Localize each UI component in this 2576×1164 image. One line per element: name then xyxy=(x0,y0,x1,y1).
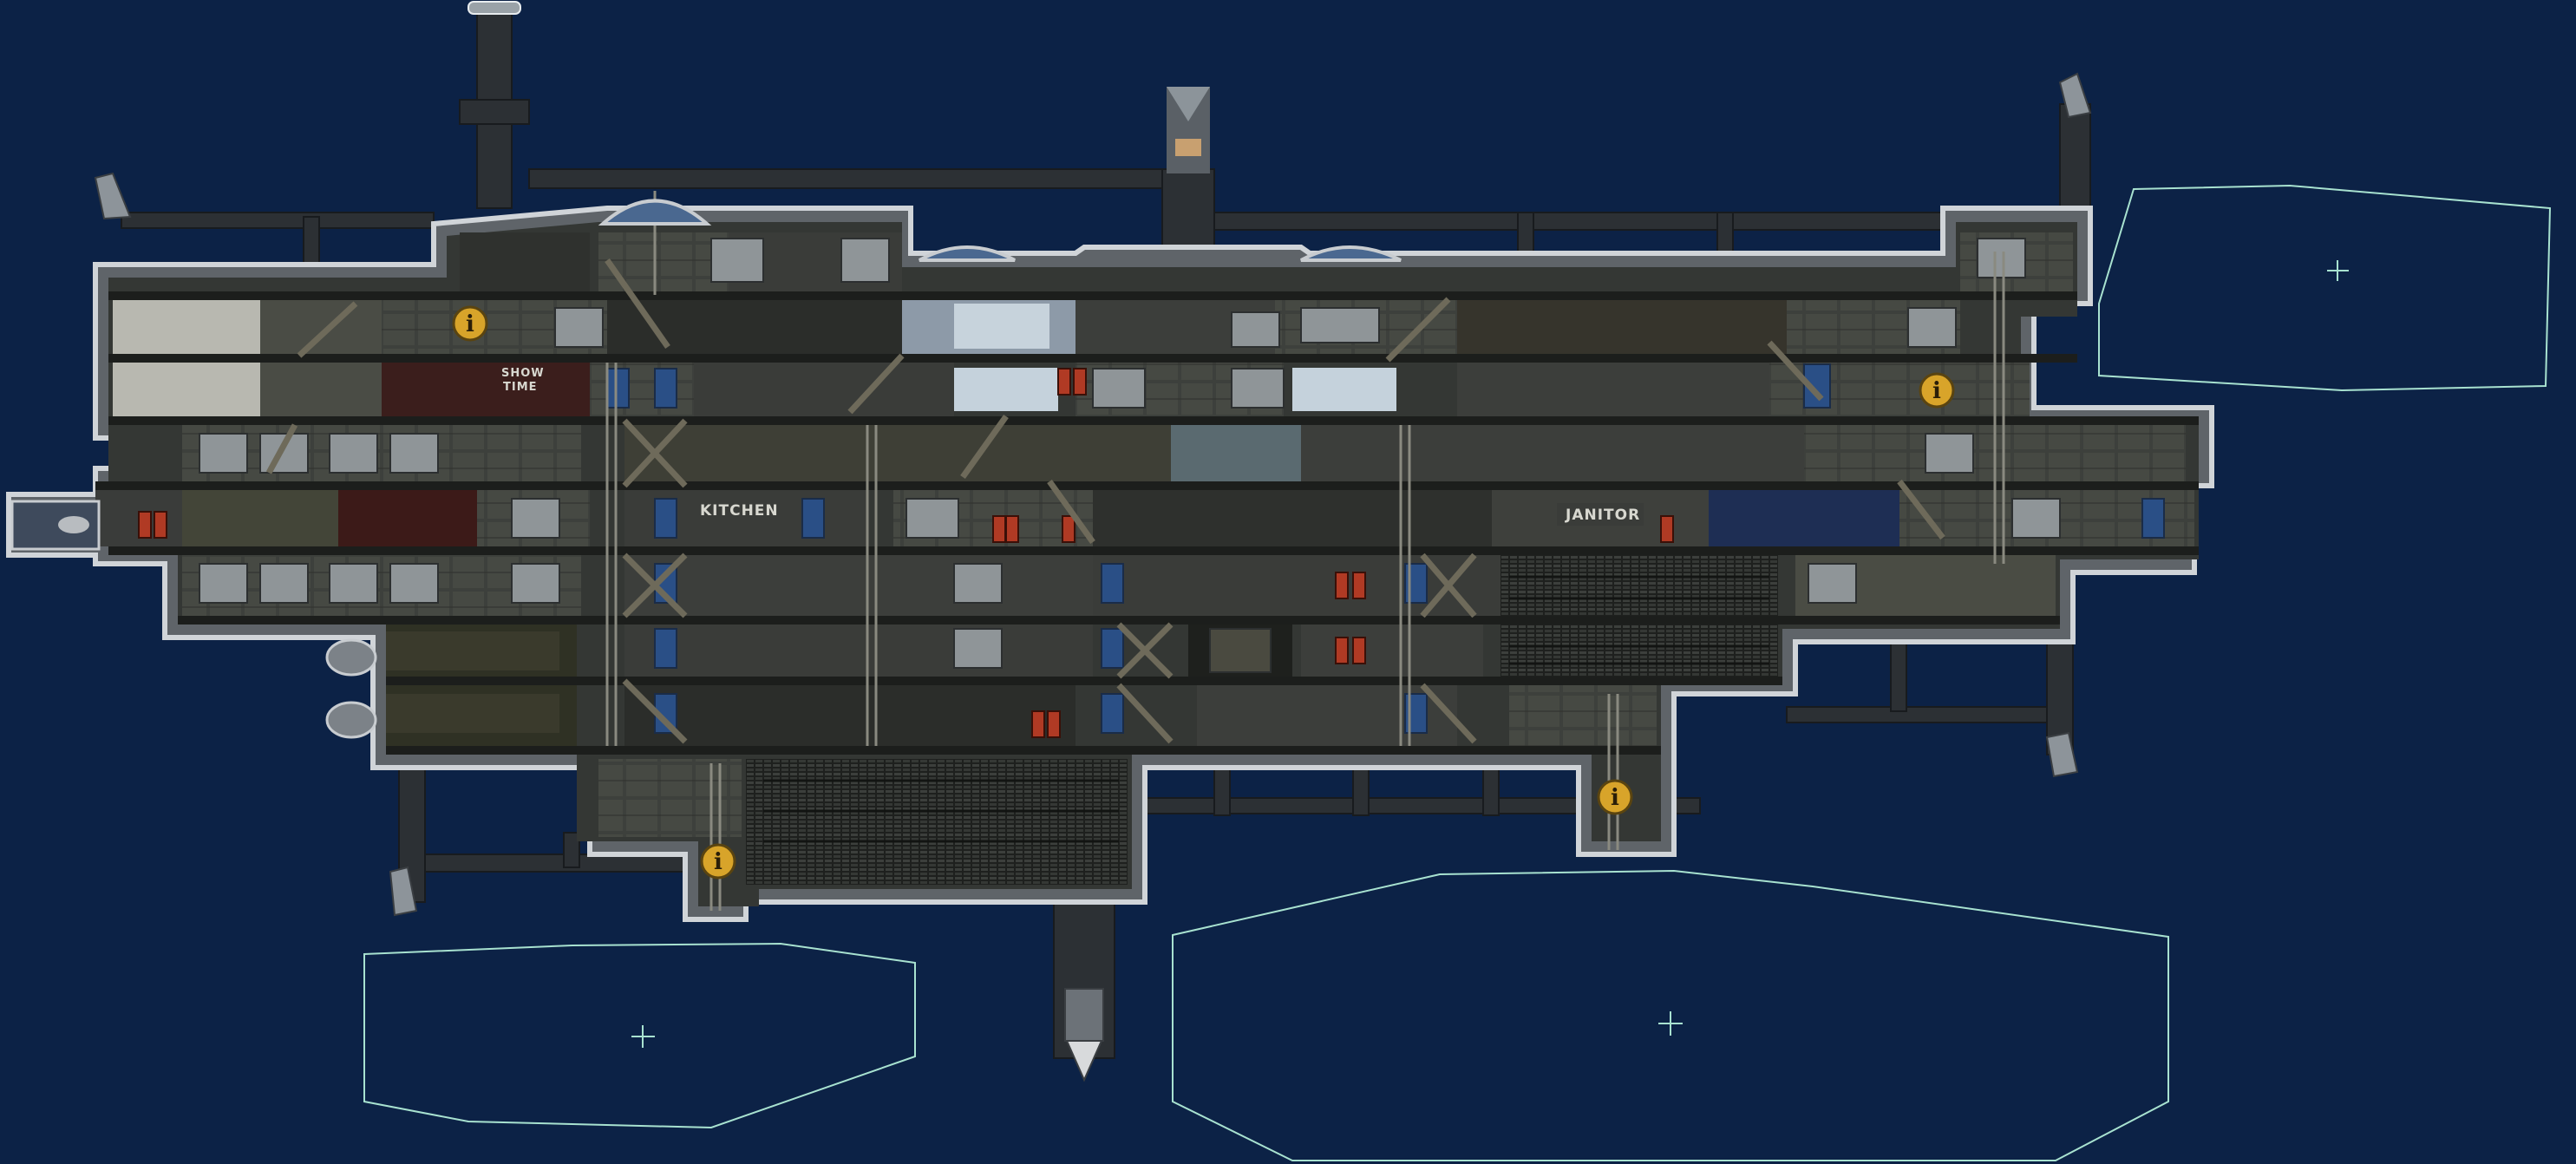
info-marker-icon[interactable]: i xyxy=(1597,779,1633,815)
info-marker-label: i xyxy=(466,311,474,337)
left-airlock xyxy=(10,500,101,551)
info-marker-label: i xyxy=(1611,785,1619,811)
info-marker-icon[interactable]: i xyxy=(1919,372,1955,409)
truss-frame xyxy=(121,8,2091,1059)
engine-pods xyxy=(325,631,559,739)
info-marker-icon[interactable]: i xyxy=(452,305,488,342)
info-marker-label: i xyxy=(714,849,722,875)
observation-domes xyxy=(598,199,1402,262)
crosshair-icon[interactable] xyxy=(2327,260,2349,281)
sign-time-label: TIME xyxy=(503,381,538,394)
info-marker-label: i xyxy=(1932,378,1941,404)
sign-kitchen: KITCHEN xyxy=(690,499,779,521)
spawn-zone-bottom-left[interactable] xyxy=(363,942,916,1129)
sign-kitchen-label: KITCHEN xyxy=(700,502,779,520)
cargo-racks xyxy=(763,575,1769,843)
info-marker-icon[interactable]: i xyxy=(700,843,736,880)
thruster-icon xyxy=(94,72,2092,1082)
ladders xyxy=(605,191,2005,911)
deck-floors xyxy=(95,291,2199,755)
sign-janitor-label: JANITOR xyxy=(1565,507,1640,524)
cabinets xyxy=(199,238,2061,673)
sign-showtime: SHOW TIME xyxy=(501,367,545,394)
spawn-zone-bottom-center[interactable] xyxy=(1172,869,2169,1161)
stairs xyxy=(265,258,1945,744)
spawn-zone-top-right[interactable] xyxy=(2098,184,2552,392)
crosshair-icon[interactable] xyxy=(631,1025,655,1048)
red-lockers xyxy=(138,368,1674,738)
sign-show-label: SHOW xyxy=(501,367,545,380)
docking-port-icon[interactable] xyxy=(467,1,1210,173)
crosshair-icon[interactable] xyxy=(1658,1011,1683,1036)
sign-janitor: JANITOR xyxy=(1557,503,1644,526)
hull-windows xyxy=(606,363,2165,734)
